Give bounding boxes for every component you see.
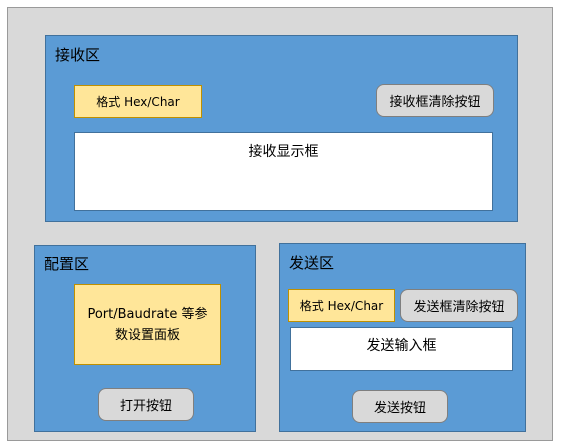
config-panel-title: 配置区	[44, 255, 90, 273]
send-input-label: 发送输入框	[366, 338, 437, 354]
receive-panel: 接收区 格式 Hex/Char 接收框清除按钮 接收显示框	[45, 35, 518, 222]
receive-panel-title: 接收区	[55, 46, 101, 64]
config-params-label: Port/Baudrate 等参数设置面板	[74, 284, 221, 365]
send-panel: 发送区 格式 Hex/Char 发送框清除按钮 发送输入框 发送按钮	[279, 243, 526, 432]
open-button[interactable]: 打开按钮	[98, 388, 194, 421]
receive-display-box: 接收显示框	[74, 132, 493, 211]
receive-display-label: 接收显示框	[248, 144, 319, 160]
send-format-label: 格式 Hex/Char	[288, 289, 395, 322]
send-panel-title: 发送区	[289, 254, 335, 272]
send-button[interactable]: 发送按钮	[352, 390, 448, 423]
send-input-box[interactable]: 发送输入框	[290, 327, 513, 371]
receive-clear-button[interactable]: 接收框清除按钮	[376, 84, 494, 117]
send-clear-button[interactable]: 发送框清除按钮	[400, 289, 518, 322]
main-window: 接收区 格式 Hex/Char 接收框清除按钮 接收显示框 配置区 Port/B…	[7, 7, 553, 441]
config-panel: 配置区 Port/Baudrate 等参数设置面板 打开按钮	[34, 245, 256, 432]
receive-format-label: 格式 Hex/Char	[74, 85, 202, 118]
